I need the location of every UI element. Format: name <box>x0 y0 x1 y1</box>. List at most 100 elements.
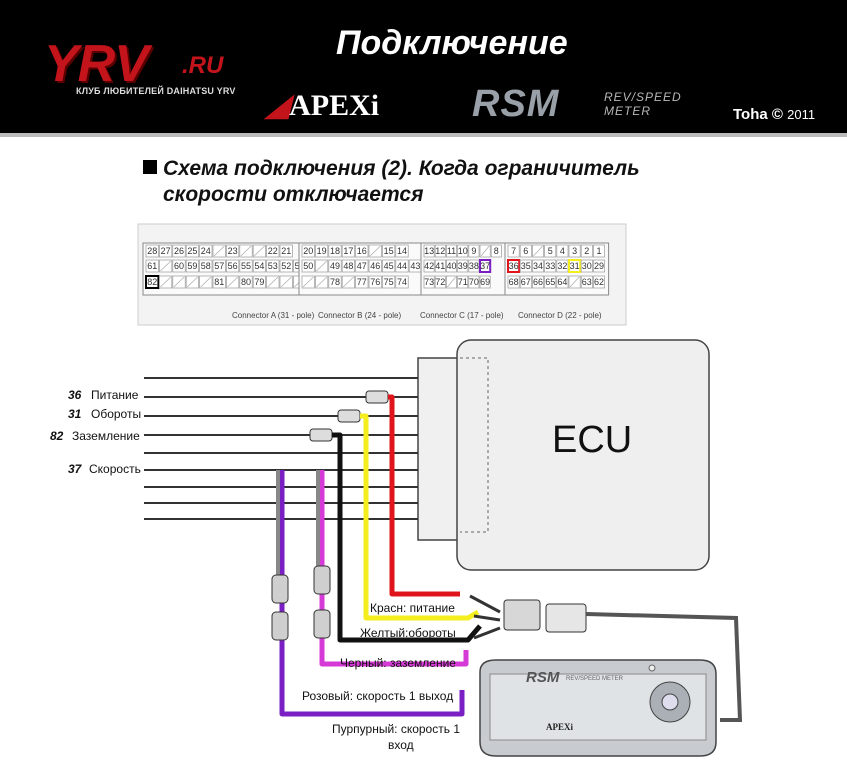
apexi-logo-text: APEXi <box>289 89 380 122</box>
pin-number: 16 <box>357 246 367 256</box>
pin-number: 42 <box>424 261 434 271</box>
pin-number: 74 <box>397 277 407 287</box>
pin-cell-19 <box>315 244 329 258</box>
pin-empty-mark <box>342 276 354 288</box>
pin-number: 80 <box>241 277 251 287</box>
pin-cell-69 <box>479 275 491 289</box>
pin-number: 52 <box>281 261 291 271</box>
pin-empty-mark <box>316 276 328 288</box>
pin-number: 4 <box>560 246 565 256</box>
rsm-logo: RSM <box>472 83 560 125</box>
pin-number: 19 <box>317 246 327 256</box>
pin-cell-77 <box>355 275 369 289</box>
pin-number: 5 <box>548 246 553 256</box>
pin-number: 2 <box>584 246 589 256</box>
pin-cell-54 <box>252 259 266 273</box>
author-year: 2011 <box>787 107 816 122</box>
pin-number: 46 <box>370 261 380 271</box>
apexi-mark-icon: ◢ <box>266 89 290 122</box>
pin-cell-40 <box>446 259 457 273</box>
device-logo: RSM <box>526 669 560 686</box>
pin-number: 54 <box>254 261 264 271</box>
ecu-label: ECU <box>552 419 632 461</box>
pin-cell-25 <box>185 244 199 258</box>
pin-cell-15 <box>382 244 396 258</box>
wire-label: Обороты <box>91 407 141 421</box>
pin-number: 69 <box>480 277 490 287</box>
pin-cell-82 <box>145 275 160 289</box>
yellow-wire <box>360 413 480 621</box>
device-face <box>489 673 707 741</box>
pin-cell-11 <box>446 244 457 258</box>
ecu-connector-block <box>417 357 461 541</box>
red-wire <box>388 394 460 597</box>
purple-wire-label: Пурпурный: скорость 1 <box>332 722 460 736</box>
pin-number: 22 <box>268 246 278 256</box>
pin-cell-68 <box>507 275 520 289</box>
pin-cell-52 <box>279 259 293 273</box>
author-credit: Toha © 2011 <box>733 106 815 123</box>
wire-label: Питание <box>91 388 139 402</box>
pin-number: 29 <box>594 261 604 271</box>
header-divider <box>0 133 847 137</box>
pin-cell-70 <box>468 275 480 289</box>
pin-empty-mark <box>227 276 239 288</box>
pin-number: 30 <box>582 261 592 271</box>
wire-number: 82 <box>50 429 64 443</box>
purple-wire-label-cont: вход <box>388 738 414 752</box>
pin-cell-78 <box>328 275 342 289</box>
pin-cell-22 <box>266 244 280 258</box>
pin-cell-63 <box>580 275 593 289</box>
pin-cell-73 <box>423 275 435 289</box>
pin-cell-72 <box>434 275 446 289</box>
pin-cell-30 <box>580 259 593 273</box>
header-banner: YRV .RU КЛУБ ЛЮБИТЕЛЕЙ DAIHATSU YRV Подк… <box>0 0 847 133</box>
pin-empty-mark <box>213 245 225 257</box>
pin-cell-62 <box>593 275 605 289</box>
pin-number: 27 <box>161 246 171 256</box>
pin-number: 25 <box>187 246 197 256</box>
pin-number: 21 <box>281 246 291 256</box>
pin-number: 10 <box>458 246 468 256</box>
pin-number: 34 <box>533 261 543 271</box>
pin-number: 41 <box>435 261 445 271</box>
tap-black <box>309 428 333 442</box>
wire-number: 37 <box>68 462 83 476</box>
pin-cell-79 <box>252 275 266 289</box>
pin-cell-49 <box>328 259 342 273</box>
pin-empty-mark <box>160 276 172 288</box>
pin-cell-13 <box>423 244 435 258</box>
pin-cell-12 <box>434 244 446 258</box>
pin-number: 57 <box>214 261 224 271</box>
pin-empty-mark <box>569 276 580 288</box>
pin-cell-33 <box>544 259 557 273</box>
pin-number: 38 <box>469 261 479 271</box>
pin-number: 9 <box>471 246 476 256</box>
connector-a-label: Connector A (31 - pole) <box>232 311 315 320</box>
pin-cell-24 <box>199 244 213 258</box>
pin-cell-56 <box>226 259 240 273</box>
pin-number: 23 <box>228 246 238 256</box>
pin-number: 37 <box>480 261 490 271</box>
pin-cell-31 <box>568 259 582 273</box>
pin-number: 66 <box>533 277 543 287</box>
pin-cell-35 <box>519 259 532 273</box>
pin-number: 64 <box>557 277 567 287</box>
pin-number: 82 <box>147 277 157 287</box>
pin-cell-53 <box>266 259 280 273</box>
wire-number: 31 <box>68 407 82 421</box>
device-dial-center-button[interactable] <box>661 693 679 711</box>
pin-cell-38 <box>468 259 480 273</box>
pin-number: 7 <box>511 246 516 256</box>
pin-number: 1 <box>596 246 601 256</box>
pin-number: 73 <box>424 277 434 287</box>
pin-number: 8 <box>494 246 499 256</box>
pin-cell-76 <box>368 275 382 289</box>
pin-cell-42 <box>423 259 435 273</box>
pin-cell-9 <box>468 244 480 258</box>
pin-number: 50 <box>303 261 313 271</box>
pin-empty-mark <box>316 260 328 272</box>
pin-cell-57 <box>212 259 226 273</box>
pin-empty-mark <box>186 276 198 288</box>
